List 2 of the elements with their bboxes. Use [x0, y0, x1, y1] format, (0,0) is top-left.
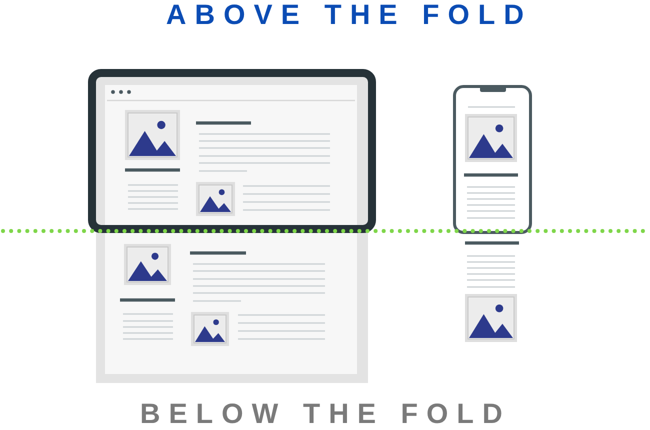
above-fold-heading: ABOVE THE FOLD	[166, 1, 532, 29]
below-fold-heading: BELOW THE FOLD	[140, 400, 511, 428]
